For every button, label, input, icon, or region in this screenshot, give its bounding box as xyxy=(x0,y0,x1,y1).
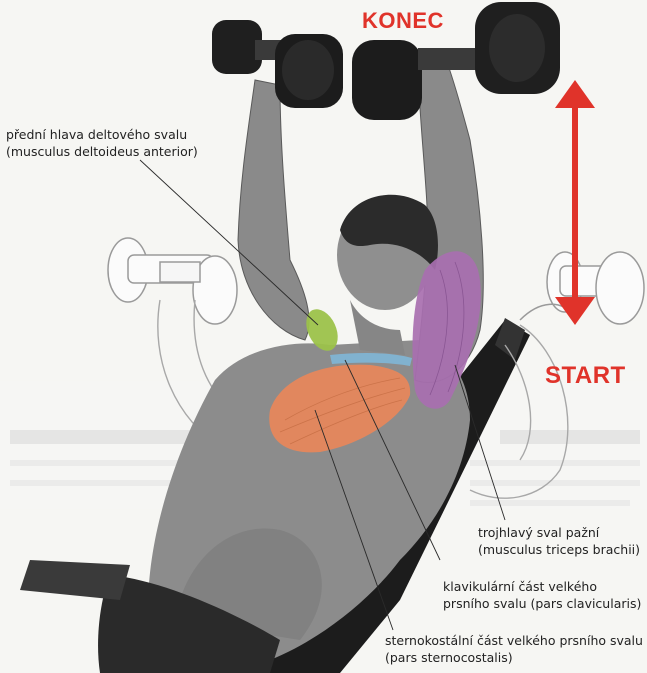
shorts xyxy=(20,560,280,673)
label-deltoid-line2: (musculus deltoideus anterior) xyxy=(6,144,198,159)
leader-lines xyxy=(139,159,506,631)
label-triceps-line1: trojhlavý sval pažní xyxy=(478,525,600,540)
label-triceps-line2: (musculus triceps brachii) xyxy=(478,542,641,557)
label-clavicular: klavikulární část velkého prsního svalu … xyxy=(443,578,641,612)
start-position-label: START xyxy=(545,362,626,389)
label-sternocostal-line1: sternokostální část velkého prsního sval… xyxy=(385,633,643,648)
clavicular-band-muscle xyxy=(330,353,412,366)
leader-sternocostal xyxy=(314,409,394,631)
label-clavicular-line1: klavikulární část velkého xyxy=(443,579,597,594)
head xyxy=(337,194,438,355)
end-position-label: KONEC xyxy=(362,8,444,33)
triceps-muscle xyxy=(412,251,481,409)
label-deltoid: přední hlava deltového svalu (musculus d… xyxy=(6,126,198,160)
leader-triceps xyxy=(454,364,506,521)
pectoral-muscle xyxy=(269,364,411,453)
label-sternocostal: sternokostální část velkého prsního sval… xyxy=(385,632,643,666)
leader-deltoid xyxy=(139,159,319,326)
start-dumbbell-left xyxy=(107,237,238,325)
label-clavicular-line2: prsního svalu (pars clavicularis) xyxy=(443,596,642,611)
end-dumbbell-left xyxy=(212,20,343,108)
left-arm xyxy=(237,79,310,341)
deltoid-anterior-muscle xyxy=(306,309,338,351)
leader-clavicular xyxy=(344,359,441,561)
label-deltoid-line1: přední hlava deltového svalu xyxy=(6,127,188,142)
label-sternocostal-line2: (pars sternocostalis) xyxy=(385,650,513,665)
end-dumbbell-right xyxy=(352,2,560,120)
label-triceps: trojhlavý sval pažní (musculus triceps b… xyxy=(478,524,640,558)
movement-arrow xyxy=(555,80,595,325)
